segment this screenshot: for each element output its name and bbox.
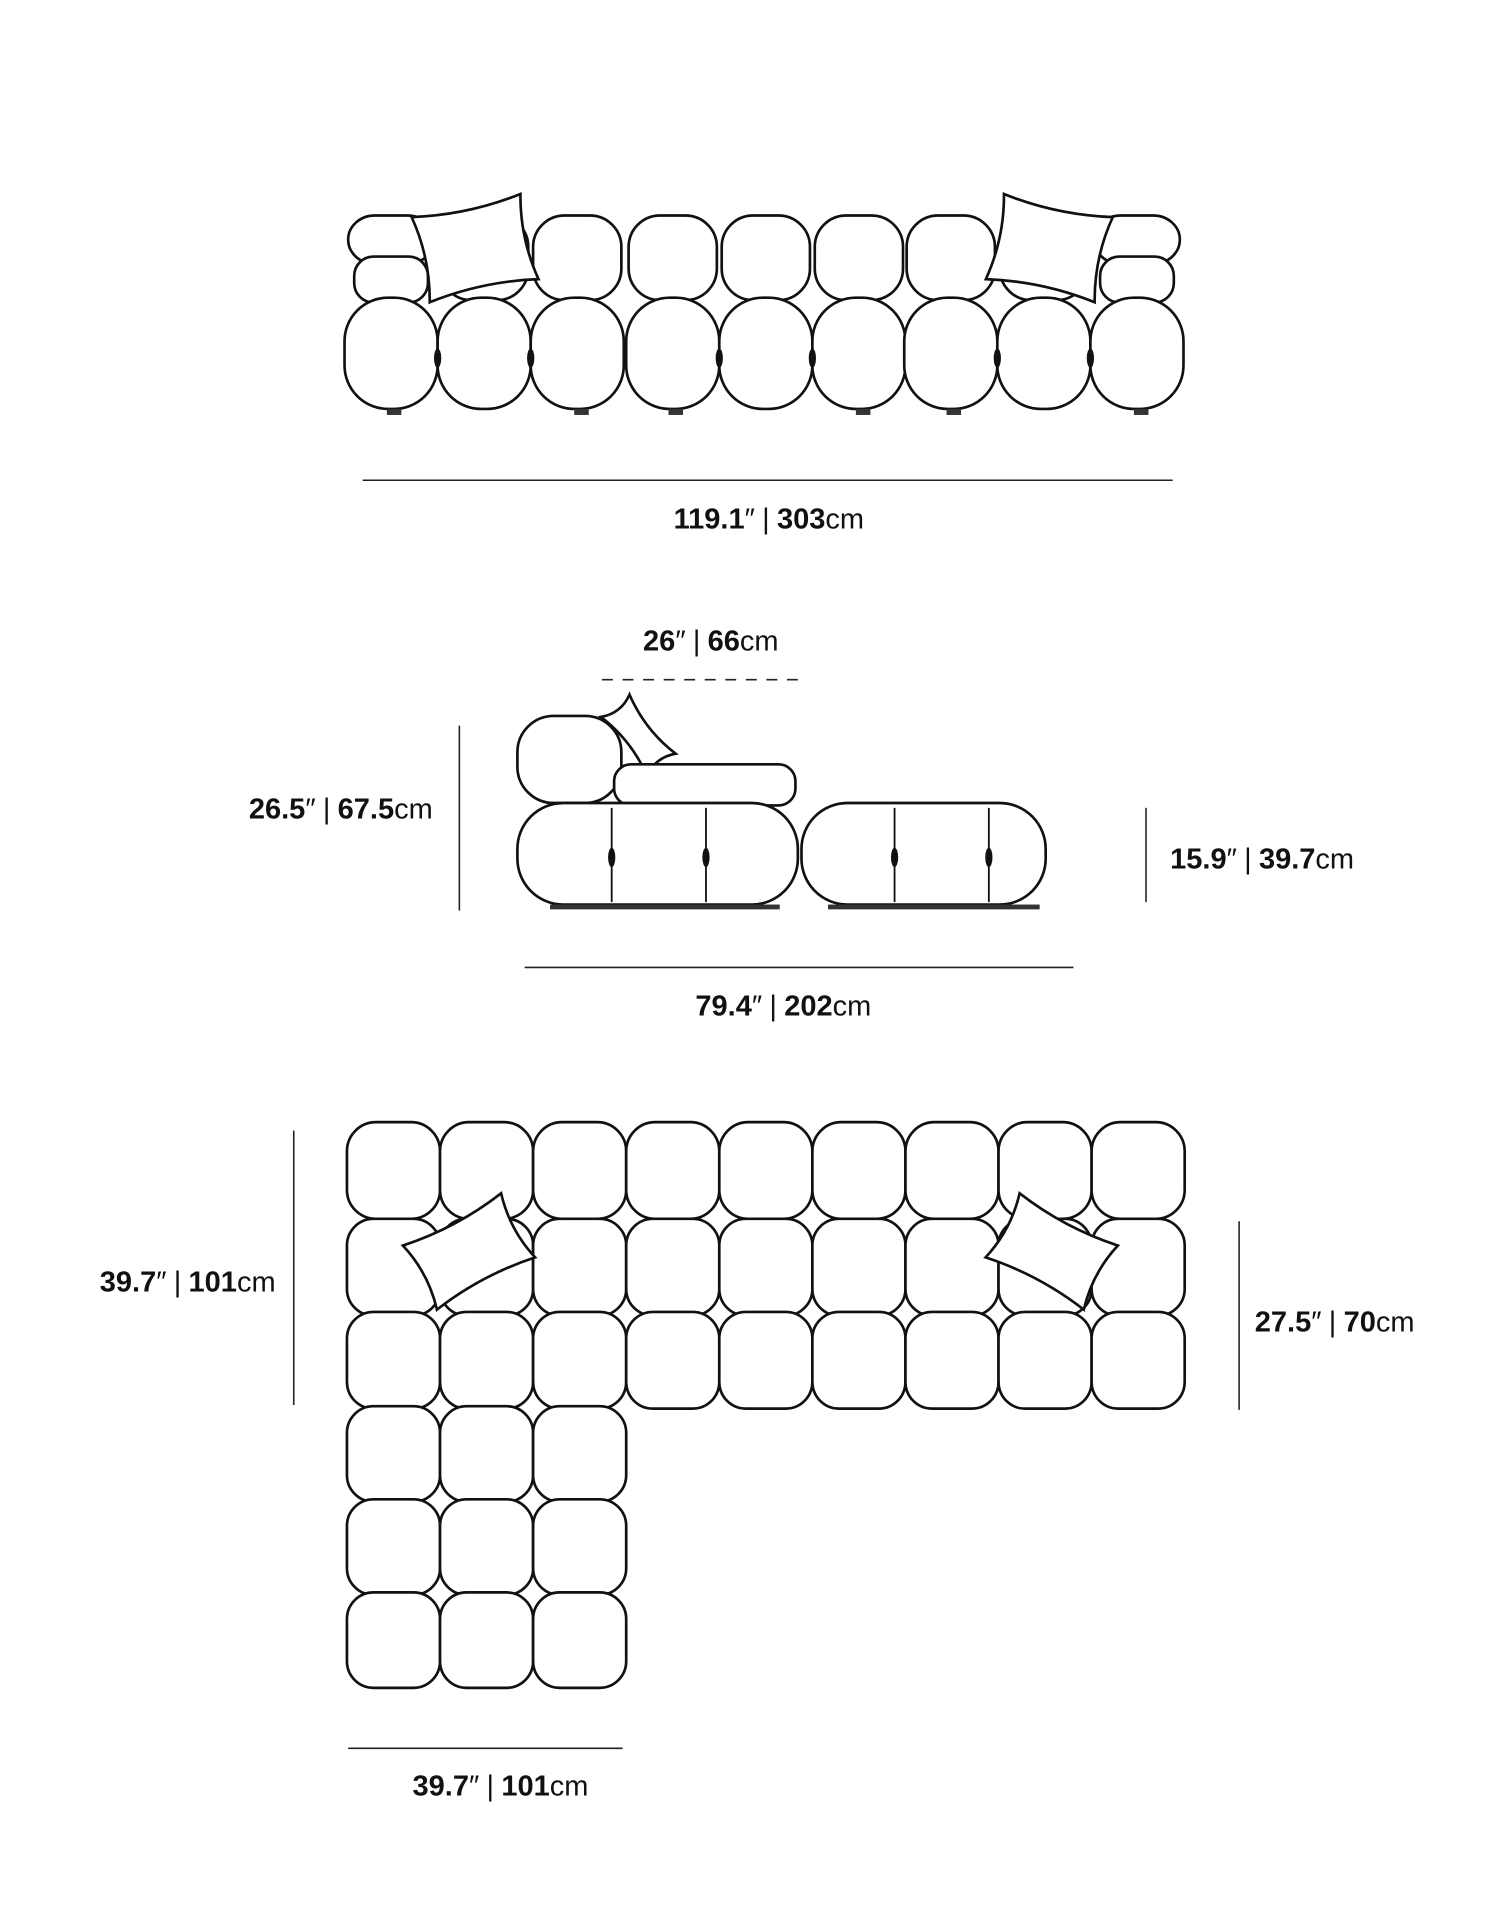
seat-cushion [904,1310,1000,1410]
plan-chaise-width-label: 39.7″|101cm [413,1770,589,1802]
seat-cushion [345,1310,442,1410]
side-height-label: 26.5″|67.5cm [249,794,433,826]
sofa-foot [946,408,962,415]
seat-cushion [436,296,533,411]
back-cushion [720,214,812,302]
sofa-foot [1133,408,1149,415]
tuft-button [1086,348,1095,368]
seat-cushion [904,1217,1000,1317]
base-cushion [516,801,800,906]
tuft-button [808,348,816,368]
throw-pillow [409,192,541,305]
tuft-button [527,348,535,368]
back-cushion [717,1120,814,1221]
sofa-foot [855,408,871,415]
chaise-cushion [345,1591,442,1690]
back-cushion [811,1120,907,1221]
chaise-cushion [438,1497,535,1597]
chaise-cushion [531,1404,628,1504]
throw-pillow [983,1191,1121,1312]
seat-cushion [717,1310,814,1410]
seat-cushion [902,296,999,411]
back-cushion [905,214,997,302]
seat-cushion [995,296,1092,411]
back-cushion [627,214,719,302]
base-plinth [550,904,780,910]
back-cushion [813,214,905,302]
seat-cushion [343,296,439,411]
back-cushion [531,1120,628,1221]
seat-cushion [811,1310,907,1410]
seat-top-cushion [612,762,797,807]
seat-cushion [811,296,907,411]
side-seat-height-label: 15.9″|39.7cm [1170,843,1354,875]
back-cushion [997,1120,1093,1221]
throw-pillow [400,1191,538,1312]
plan-right-depth-label: 27.5″|70cm [1255,1306,1415,1338]
back-cushion [904,1120,1000,1221]
seat-cushion [624,1217,721,1317]
tuft-button [993,348,1001,368]
seat-cushion [531,1217,628,1317]
throw-pillow [983,192,1115,305]
back-cushion [345,1120,442,1221]
chaise-cushion [438,1404,535,1504]
plan-view-drawing [345,1120,1187,1690]
seat-cushion [529,296,626,411]
side-depth-label: 79.4″|202cm [695,991,871,1023]
tuft-button [715,348,723,368]
back-cushion [1090,1120,1187,1221]
seat-cushion [717,1217,814,1317]
back-cushion [624,1120,721,1221]
base-plinth [828,904,1040,910]
chaise-cushion [438,1591,535,1690]
chaise-cushion [531,1591,628,1690]
side-view-drawing [516,691,1048,910]
front-width-label: 119.1″|303cm [674,504,864,536]
seat-cushion [624,1310,721,1410]
sofa-foot [386,408,402,415]
arm-cushion [352,255,430,304]
seat-cushion [1089,296,1185,411]
side-seat-depth-label: 26″|66cm [643,626,779,658]
seat-cushion [997,1310,1093,1410]
back-cushion [531,214,623,302]
chaise-cushion [345,1497,442,1597]
seat-cushion [717,296,814,411]
arm-cushion [1098,255,1176,304]
chaise-cushion [531,1497,628,1597]
back-cushion [516,714,623,805]
seat-cushion [1090,1217,1187,1317]
sofa-foot [574,408,589,415]
tuft-button [433,348,442,368]
ottoman-cushion [800,801,1048,906]
chaise-cushion [345,1404,442,1504]
seat-cushion [811,1217,907,1317]
seat-cushion [624,296,721,411]
seat-cushion [531,1310,628,1410]
front-view-drawing [343,192,1185,415]
plan-left-depth-label: 39.7″|101cm [100,1266,276,1298]
seat-cushion [1090,1310,1187,1410]
sofa-foot [668,408,684,415]
throw-pillow [597,691,679,780]
seat-cushion [438,1310,535,1410]
